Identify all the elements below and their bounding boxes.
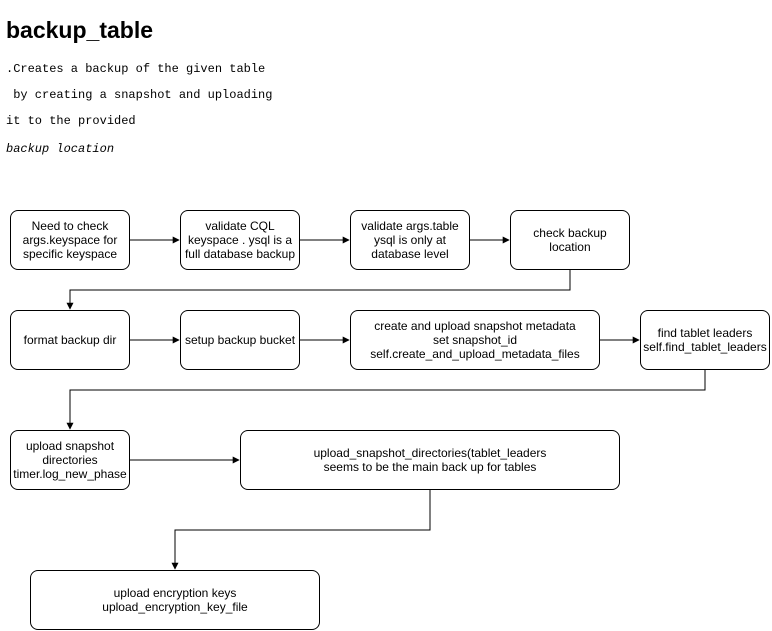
node-check-location: check backup location [510,210,630,270]
node-format-dir-label: format backup dir [23,333,117,347]
node-upload-dirs: upload snapshot directories timer.log_ne… [10,430,130,490]
node-find-leaders: find tablet leaders self.find_tablet_lea… [640,310,770,370]
description-line-2: by creating a snapshot and uploading [6,88,273,102]
node-setup-bucket: setup backup bucket [180,310,300,370]
node-validate-table-label: validate args.table ysql is only at data… [361,219,459,261]
node-format-dir: format backup dir [10,310,130,370]
node-validate-cql: validate CQL keyspace . ysql is a full d… [180,210,300,270]
node-upload-snapshot-dirs-label: upload_snapshot_directories(tablet_leade… [313,446,547,474]
description-line-1: .Creates a backup of the given table [6,62,266,76]
node-find-leaders-label: find tablet leaders self.find_tablet_lea… [643,326,767,354]
node-validate-table: validate args.table ysql is only at data… [350,210,470,270]
arrow-location-to-format [66,270,571,310]
node-upload-keys-label: upload encryption keys upload_encryption… [102,586,248,614]
description-line-3: it to the provided [6,114,136,128]
arrow-snapshot-dirs-to-keys [171,490,431,570]
node-upload-dirs-label: upload snapshot directories timer.log_ne… [13,439,127,481]
description-line-4: backup location [6,142,115,156]
node-create-metadata: create and upload snapshot metadata set … [350,310,600,370]
node-check-location-label: check backup location [533,226,607,254]
node-check-keyspace: Need to check args.keyspace for specific… [10,210,130,270]
node-create-metadata-label: create and upload snapshot metadata set … [370,319,580,361]
page-title: backup_table [6,17,153,43]
arrow-leaders-to-upload [66,370,706,430]
node-setup-bucket-label: setup backup bucket [184,333,296,347]
node-upload-snapshot-dirs: upload_snapshot_directories(tablet_leade… [240,430,620,490]
node-validate-cql-label: validate CQL keyspace . ysql is a full d… [184,219,296,261]
node-upload-keys: upload encryption keys upload_encryption… [30,570,320,630]
node-check-keyspace-label: Need to check args.keyspace for specific… [22,219,118,261]
